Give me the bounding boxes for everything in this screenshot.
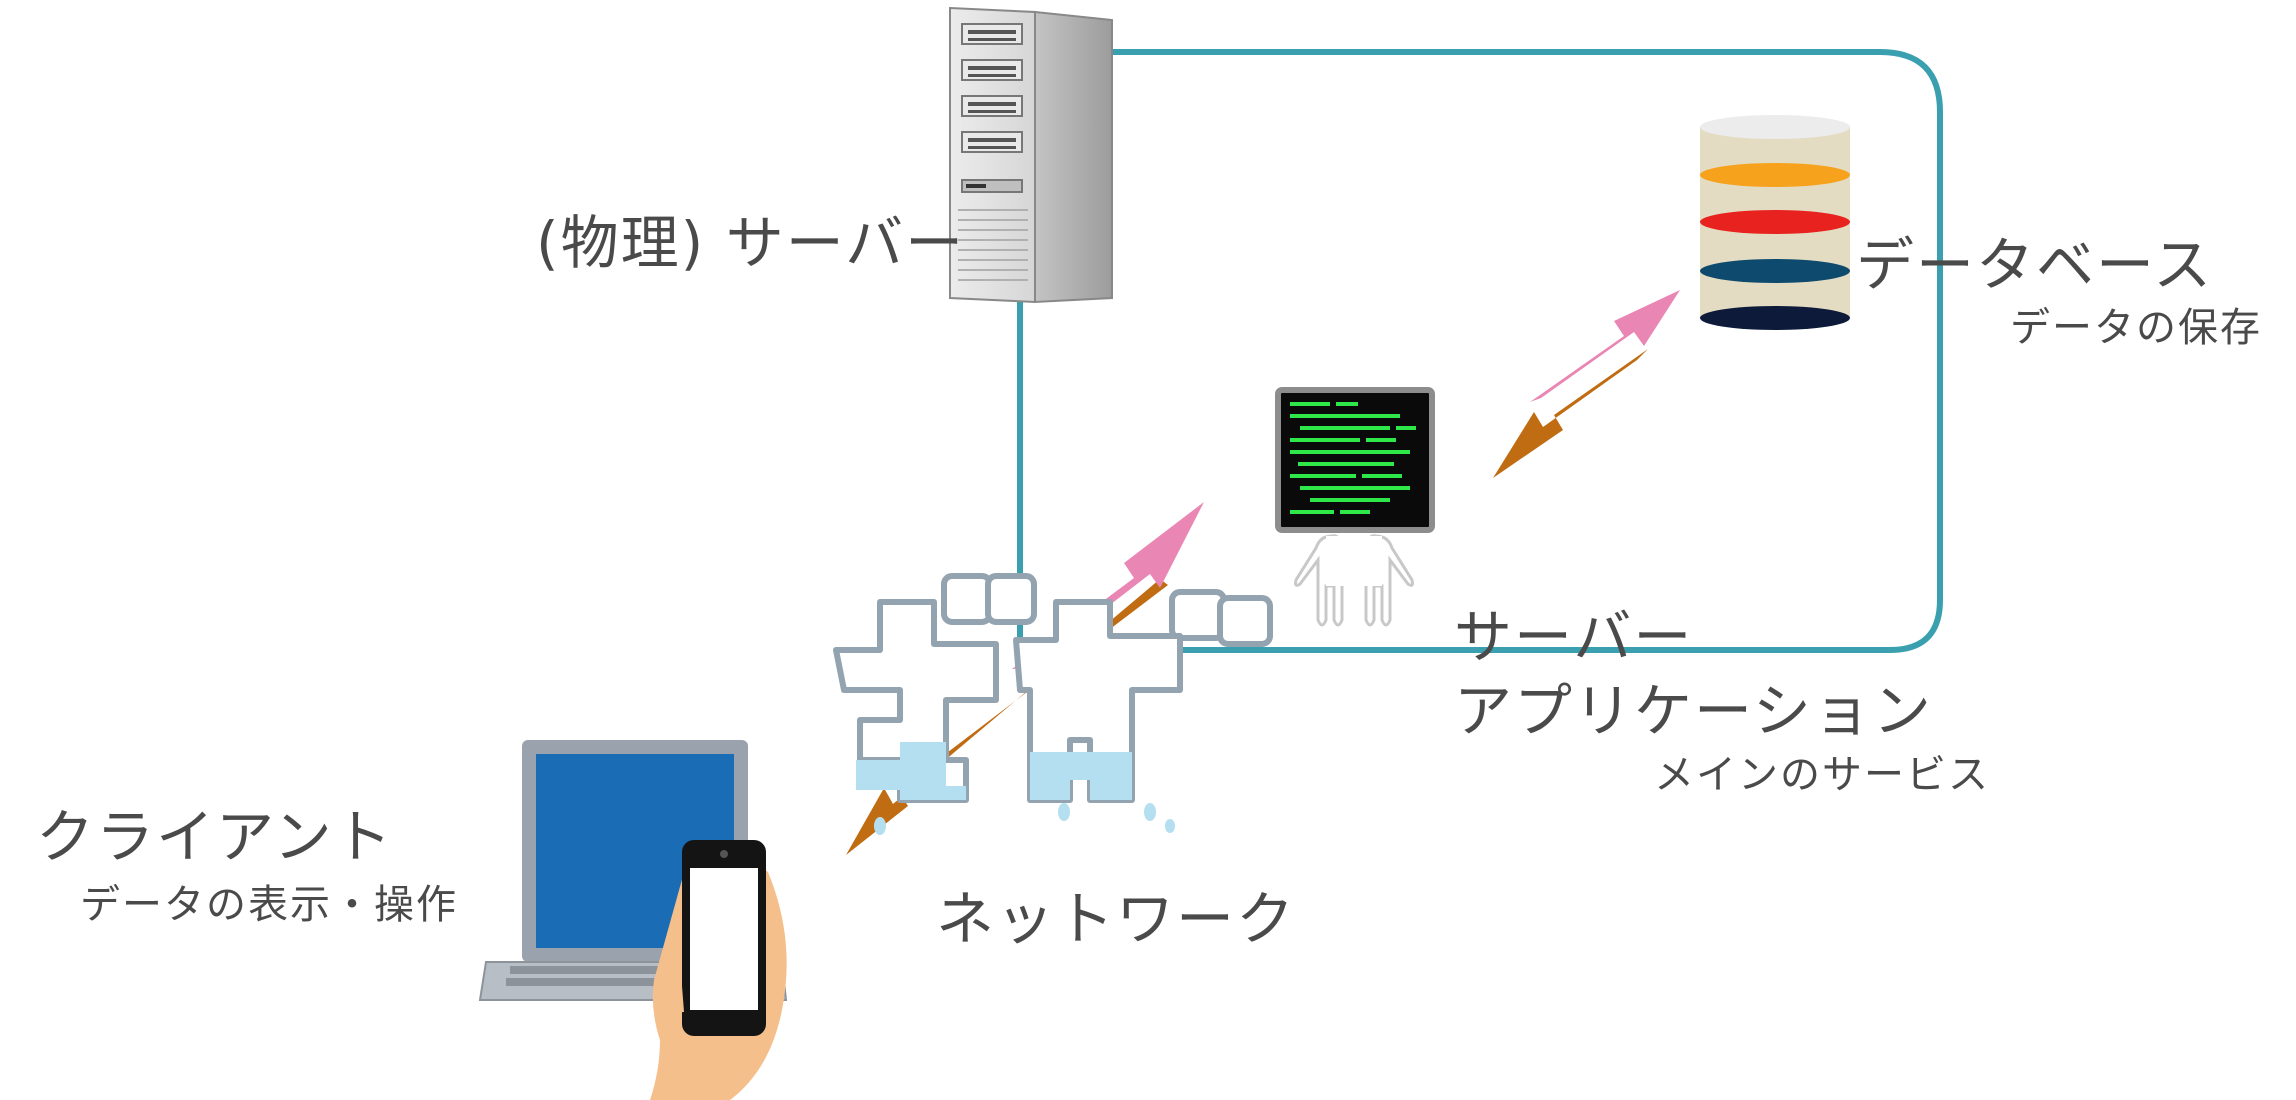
physical-server-label: (物理) サーバー — [536, 209, 966, 277]
server-app-description: メインのサービス — [1654, 752, 1990, 798]
server-tower-icon — [949, 6, 1113, 304]
database-description: データの保存 — [2010, 305, 2262, 351]
db-request-arrow — [1530, 290, 1680, 402]
server-boundary — [1017, 49, 1943, 653]
server-app-title-line1: サーバー — [1454, 603, 1694, 671]
database-cylinder-icon — [1700, 115, 1850, 330]
db-response-arrow — [1493, 349, 1648, 478]
client-description: データの表示・操作 — [80, 882, 458, 928]
server-app-title-line2: アプリケーション — [1454, 677, 1933, 745]
network-characters-icon — [833, 573, 1273, 835]
network-request-arrow — [1012, 502, 1204, 669]
smartphone-in-hand-icon — [650, 840, 787, 1100]
terminal-robot-icon — [1275, 387, 1435, 627]
network-title: ネットワーク — [936, 885, 1297, 953]
database-title: データベース — [1856, 231, 2214, 299]
client-title: クライアント — [36, 803, 394, 871]
